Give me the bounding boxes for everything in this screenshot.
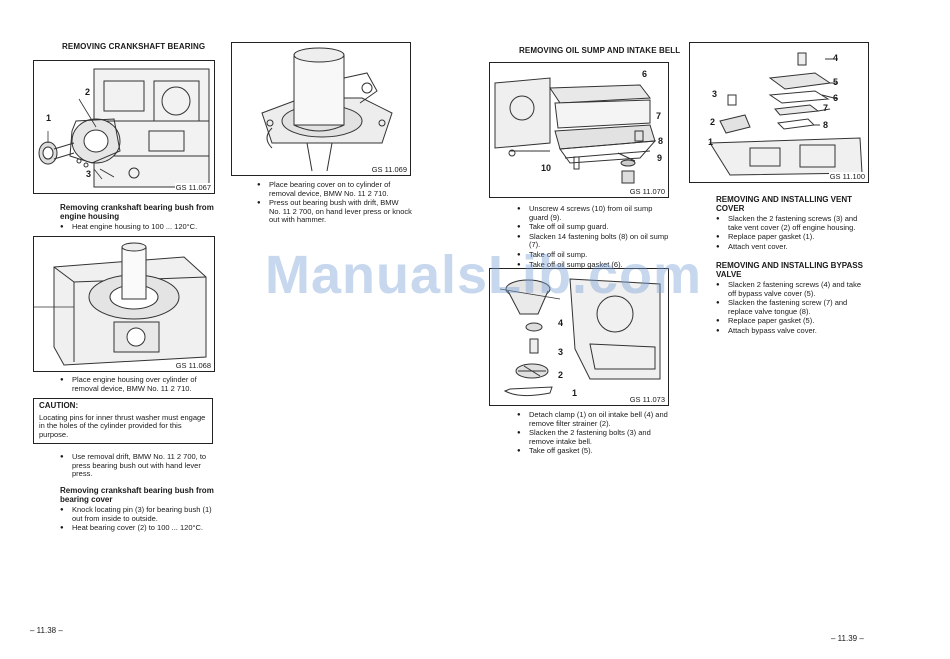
bullet-list-2: Place engine housing over cylinder of re… (60, 375, 220, 394)
callout-5: 5 (833, 77, 839, 87)
bullet-item: Detach clamp (1) on oil intake bell (4) … (517, 410, 672, 428)
bullet-list-3: Use removal drift, BMW No. 11 2 700, to … (60, 452, 220, 480)
bullet-item: Heat engine housing to 100 ... 120°C. (60, 222, 220, 232)
callout-7: 7 (656, 111, 662, 121)
figure-gs-11-073: 4 3 2 1 GS 11.073 (489, 268, 669, 406)
section-heading-crankshaft: REMOVING CRANKSHAFT BEARING (62, 42, 206, 51)
bullet-item: Place engine housing over cylinder of re… (60, 375, 220, 393)
page-number-left: – 11.38 – (30, 626, 63, 635)
callout-8: 8 (823, 120, 829, 130)
callout-2: 2 (558, 370, 564, 380)
subheading-bush-from-cover: Removing crankshaft bearing bush from be… (60, 486, 214, 504)
bullet-item: Replace paper gasket (5). (716, 317, 871, 326)
callout-6: 6 (642, 69, 648, 79)
figure-label: GS 11.068 (174, 361, 212, 370)
bullet-item: Take off oil sump guard. (517, 223, 672, 232)
figure-gs-11-068: GS 11.068 (33, 236, 215, 372)
bullet-item: Take off oil sump. (517, 250, 672, 260)
bullet-item: Heat bearing cover (2) to 100 ... 120°C. (60, 524, 220, 533)
figure-label: GS 11.069 (370, 165, 408, 174)
subheading-bypass-valve: REMOVING AND INSTALLING BYPASS VALVE (716, 261, 863, 279)
figure-label: GS 11.073 (628, 395, 666, 404)
callout-3: 3 (86, 169, 92, 179)
bullet-list-middle: Place bearing cover on to cylinder of re… (257, 180, 412, 226)
page-number-right: – 11.39 – (831, 634, 864, 643)
bullet-item: Use removal drift, BMW No. 11 2 700, to … (60, 452, 220, 479)
callout-1: 1 (572, 388, 578, 398)
bullet-item: Take off oil sump gasket (6). (517, 260, 672, 270)
bullet-list-sump: Unscrew 4 screws (10) from oil sump guar… (517, 204, 672, 270)
callout-2: 2 (85, 87, 91, 97)
section-heading-oil-sump: REMOVING OIL SUMP AND INTAKE BELL (519, 46, 681, 55)
bullet-item: Knock locating pin (3) for bearing bush … (60, 505, 220, 523)
caution-box: CAUTION: Locating pins for inner thrust … (33, 398, 213, 444)
bullet-item: Slacken the fastening screw (7) and repl… (716, 298, 871, 316)
bullet-list-intake: Detach clamp (1) on oil intake bell (4) … (517, 410, 672, 457)
callout-8: 8 (658, 136, 664, 146)
callout-6: 6 (833, 93, 839, 103)
figure-label: GS 11.070 (628, 187, 666, 196)
figure-gs-11-100: 4 5 6 7 8 3 2 1 GS 11.100 (689, 42, 869, 183)
caution-title: CAUTION: (39, 401, 79, 410)
bullet-list-1: Heat engine housing to 100 ... 120°C. (60, 222, 220, 233)
figure-gs-11-069: GS 11.069 (231, 42, 411, 176)
bullet-item: Press out bearing bush with drift, BMW N… (257, 198, 412, 225)
vent-cover-bypass-drawing (709, 52, 863, 176)
bullet-item: Slacken 2 fastening screws (4) and take … (716, 280, 871, 298)
bullet-item: Slacken the 2 fastening screws (3) and t… (716, 214, 871, 232)
subheading-vent-cover: REMOVING AND INSTALLING VENT COVER (716, 195, 852, 213)
bullet-item: Unscrew 4 screws (10) from oil sump guar… (517, 204, 672, 222)
engine-housing-bearing-drawing (38, 68, 210, 188)
callout-10: 10 (541, 163, 552, 173)
watermark: ManualsLib.com (265, 245, 703, 305)
callout-4: 4 (558, 318, 564, 328)
callout-9: 9 (657, 153, 663, 163)
figure-label: GS 11.067 (174, 183, 212, 192)
intake-bell-exploded-drawing (499, 278, 661, 397)
figure-label: GS 11.100 (828, 172, 866, 181)
callout-3: 3 (712, 89, 718, 99)
bullet-item: Slacken the 2 fastening bolts (3) and re… (517, 428, 672, 446)
callout-1: 1 (708, 137, 714, 147)
subheading-bush-from-housing: Removing crankshaft bearing bush from en… (60, 203, 214, 221)
callout-4: 4 (833, 53, 839, 63)
figure-gs-11-070: 6 7 8 9 10 GS 11.070 (489, 62, 669, 198)
callout-1: 1 (46, 113, 52, 123)
bearing-cover-drawing (261, 47, 393, 172)
callout-2: 2 (710, 117, 716, 127)
bullet-list-4: Knock locating pin (3) for bearing bush … (60, 505, 220, 534)
figure-gs-11-067: 2 1 3 GS 11.067 (33, 60, 215, 194)
oil-sump-exploded-drawing (494, 77, 657, 184)
callout-7: 7 (823, 103, 829, 113)
bullet-item: Attach bypass valve cover. (716, 326, 871, 336)
callout-3: 3 (558, 347, 564, 357)
caution-text: Locating pins for inner thrust washer mu… (39, 412, 206, 439)
bullet-item: Replace paper gasket (1). (716, 233, 871, 242)
bullet-list-bypass: Slacken 2 fastening screws (4) and take … (716, 280, 871, 337)
bullet-item: Slacken 14 fastening bolts (8) on oil su… (517, 232, 672, 250)
bullet-item: Take off gasket (5). (517, 447, 672, 456)
removal-device-drawing (34, 242, 207, 366)
bullet-list-vent: Slacken the 2 fastening screws (3) and t… (716, 214, 871, 252)
bullet-item: Place bearing cover on to cylinder of re… (257, 180, 412, 198)
bullet-item: Attach vent cover. (716, 242, 871, 252)
